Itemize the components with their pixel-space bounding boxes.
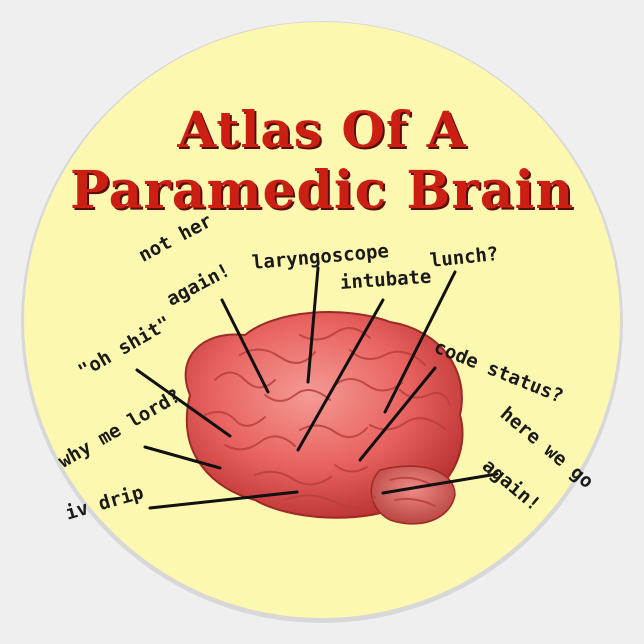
cerebellum <box>370 465 456 525</box>
title-line-2: Paramedic Brain <box>69 160 575 221</box>
leader-code-status <box>358 366 437 462</box>
leader-here-we-go-again <box>381 472 499 495</box>
title-line-1: Atlas Of A <box>177 100 467 159</box>
leader-why-me-lord <box>143 445 222 470</box>
leader-laryngoscope <box>306 266 320 384</box>
leader-oh-shit <box>135 368 232 438</box>
leader-not-her-again <box>220 298 270 394</box>
leader-iv-drip <box>148 490 299 510</box>
leader-intubate <box>296 298 385 452</box>
leader-lines <box>135 266 499 510</box>
leader-lunch <box>383 270 457 414</box>
